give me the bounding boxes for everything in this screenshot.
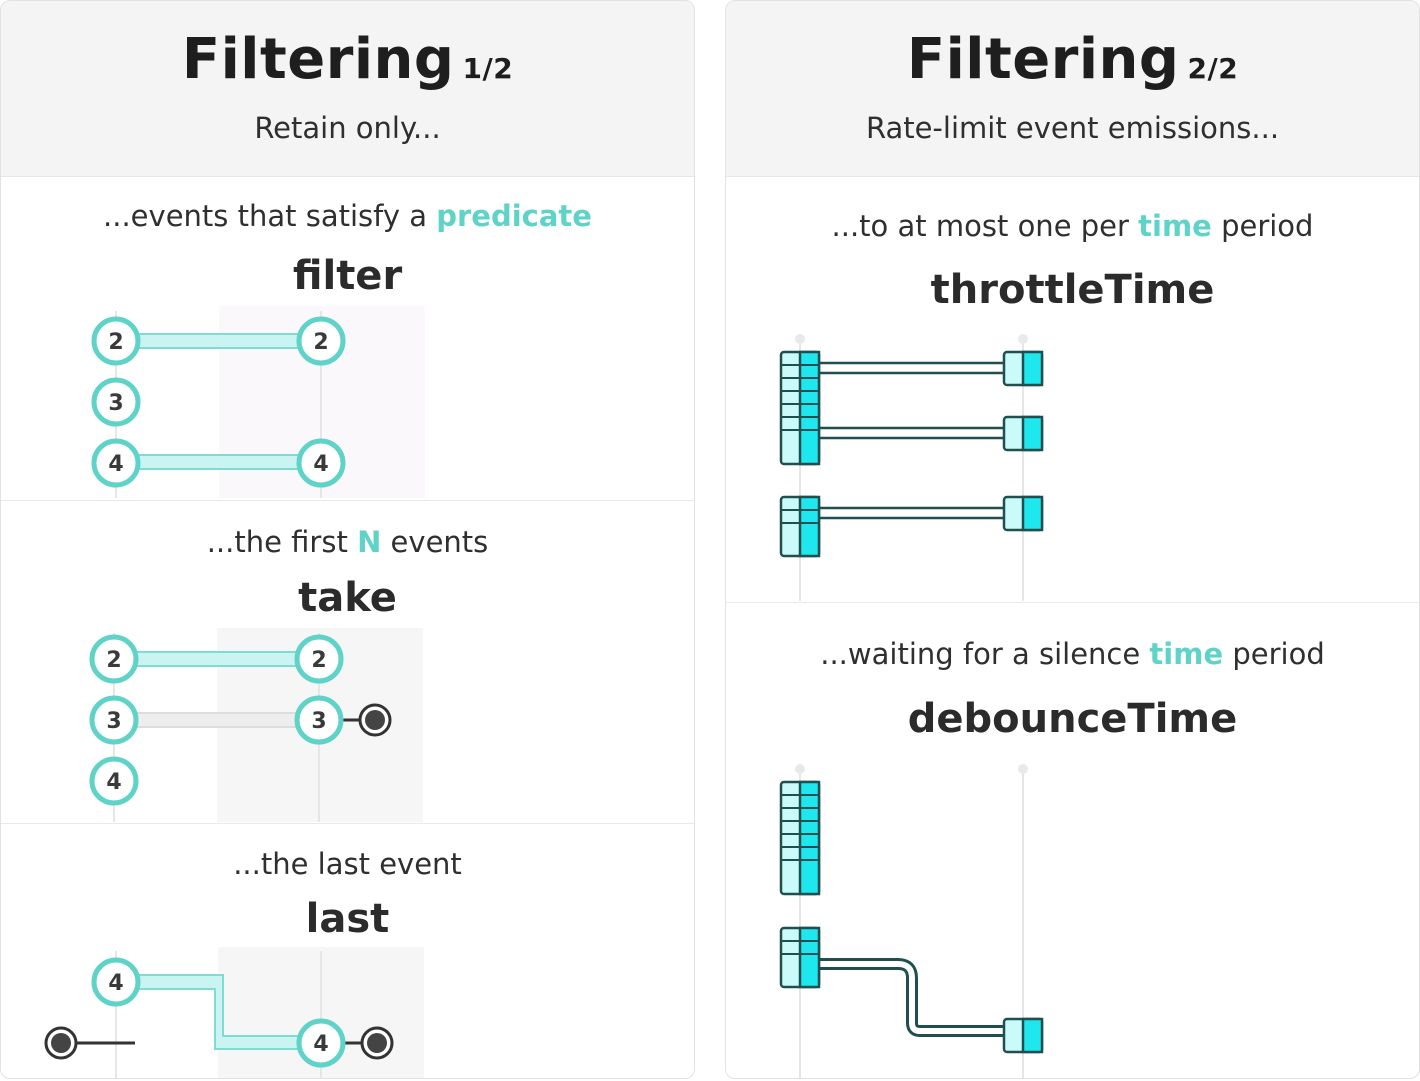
event-stack (779, 780, 821, 896)
page-indicator: 1/2 (462, 52, 514, 85)
timeline-start-dot (795, 334, 805, 344)
filter-caption: ...events that satisfy a predicate (103, 199, 592, 233)
debounce-caption: ...waiting for a silence time period (820, 637, 1325, 671)
complete-marker (44, 1026, 78, 1060)
highlight-word: N (357, 525, 382, 559)
timeline-start-dot (1018, 764, 1028, 774)
svg-text:4: 4 (313, 1032, 328, 1057)
marble-output: 3 (294, 695, 344, 745)
right-marble-diagrams (779, 334, 1044, 1078)
event-connector (816, 361, 1007, 375)
highlight-word: predicate (436, 199, 592, 233)
card-subtitle: Rate-limit event emissions... (865, 111, 1280, 145)
event-connector-fill (818, 961, 1005, 1034)
operator-name-take: take (298, 575, 397, 621)
highlight-word: time (1138, 209, 1212, 243)
marble-input: 4 (91, 438, 141, 488)
card-subtitle: Retain only... (254, 111, 441, 145)
marble-output: 2 (296, 316, 346, 366)
output-event (1002, 415, 1044, 452)
page-indicator: 2/2 (1187, 52, 1239, 85)
section-divider (1, 823, 694, 824)
operator-name-debounceTime: debounceTime (907, 696, 1238, 742)
marble-input: 4 (89, 756, 139, 806)
operator-name-throttleTime: throttleTime (930, 267, 1215, 313)
marble-input: 2 (89, 634, 139, 684)
marble-output: 2 (294, 634, 344, 684)
event-connector (135, 454, 302, 470)
event-stack (779, 926, 821, 989)
output-event (1002, 1017, 1044, 1054)
svg-text:4: 4 (106, 770, 121, 795)
operator-name-filter: filter (292, 253, 403, 299)
take-caption: ...the first N events (206, 525, 489, 559)
svg-text:3: 3 (108, 391, 123, 416)
event-connector (133, 651, 300, 667)
svg-text:3: 3 (106, 709, 121, 734)
svg-text:3: 3 (311, 709, 326, 734)
marble-output: 4 (296, 1018, 346, 1068)
svg-text:4: 4 (108, 452, 123, 477)
event-stack (779, 350, 821, 466)
event-connector (816, 506, 1007, 520)
marble-input: 4 (91, 957, 141, 1007)
marble-input: 3 (89, 695, 139, 745)
svg-text:4: 4 (108, 971, 123, 996)
timeline-start-dot (1018, 334, 1028, 344)
throttle-caption: ...to at most one per time period (831, 209, 1314, 243)
complete-marker (360, 1026, 394, 1060)
output-event (1002, 350, 1044, 387)
operator-name-last: last (305, 896, 390, 942)
title-text: Filtering (906, 27, 1180, 92)
event-stack (779, 495, 821, 558)
highlight-word: time (1149, 637, 1224, 671)
svg-text:2: 2 (311, 648, 326, 673)
section-divider (1, 500, 694, 501)
event-connector (816, 426, 1007, 440)
left-marble-diagrams: 2 3 4 2 4 2 3 4 2 3 4 4 (44, 306, 425, 1078)
marble-output: 4 (296, 438, 346, 488)
marble-input: 3 (91, 377, 141, 427)
section-divider (726, 602, 1419, 603)
svg-text:2: 2 (108, 330, 123, 355)
marble-input: 2 (91, 316, 141, 366)
output-event (1002, 495, 1044, 532)
svg-text:2: 2 (313, 330, 328, 355)
title-text: Filtering (181, 27, 455, 92)
timeline-start-dot (795, 764, 805, 774)
complete-marker (358, 703, 392, 737)
svg-text:2: 2 (106, 648, 121, 673)
last-caption: ...the last event (233, 847, 462, 881)
svg-text:4: 4 (313, 452, 328, 477)
event-connector (133, 712, 300, 728)
event-connector (135, 333, 302, 349)
